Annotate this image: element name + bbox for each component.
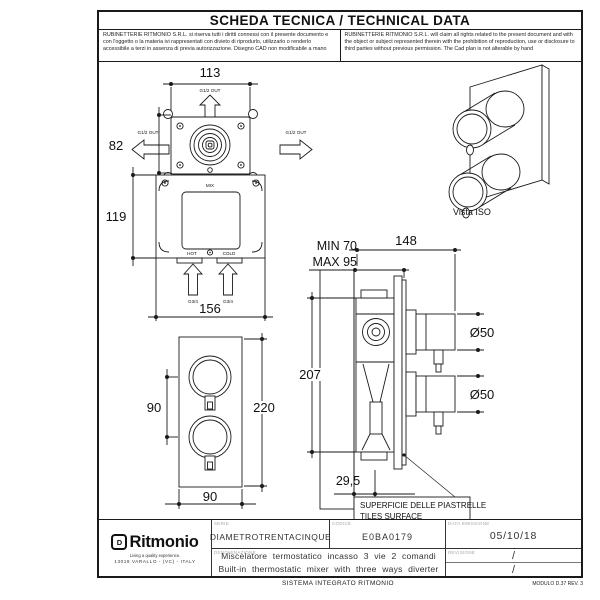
- serie-label: SERIE: [214, 521, 230, 526]
- plan-knob: [189, 124, 231, 166]
- iso-knob-upper: [452, 90, 525, 156]
- dim-d50-bottom-text: Ø50: [470, 387, 495, 402]
- outlet-left-arrow: [131, 139, 170, 160]
- dim-156-text: 156: [199, 301, 221, 316]
- inlet-left-label: G3/4: [188, 299, 198, 304]
- disclaimer-english: RUBINETTERIE RITMONIO S.R.L. will claim …: [339, 30, 582, 61]
- dim-max-text: MAX 95: [313, 255, 358, 269]
- cold-label: COLD: [223, 251, 236, 256]
- front-knob-upper: [188, 355, 232, 411]
- iso-knob-lower: [448, 153, 521, 219]
- disclaimer-italian: RUBINETTERIE RITMONIO S.R.L. si riserva …: [103, 32, 329, 53]
- inlet-right-arrow: [217, 263, 239, 296]
- dim-d50-top-text: Ø50: [470, 325, 495, 340]
- serie-cell: SERIE DIAMETROTRENTACINQUE: [209, 520, 332, 548]
- iso-view: Vista ISO: [448, 64, 550, 219]
- module-footer-text: MODULO D.37 REV. 3: [532, 581, 583, 587]
- serie-value: DIAMETROTRENTACINQUE: [209, 531, 332, 542]
- codice-label: CODICE: [332, 521, 352, 526]
- side-view: MIN 70 MAX 95 148: [296, 233, 495, 524]
- codice-value: E0BA0179: [361, 531, 414, 542]
- outlet-right-label: G1/2 OUT: [286, 130, 307, 135]
- revision-label: REVISIONE: [448, 550, 476, 555]
- dim-295-text: 29,5: [336, 474, 360, 488]
- dimension-diameter-top: [457, 312, 484, 352]
- side-knob-lower: [405, 371, 456, 435]
- dimension-minmax: [309, 268, 409, 278]
- disclaimer-row: RUBINETTERIE RITMONIO S.R.L. si riserva …: [99, 30, 581, 62]
- tile-plane: [401, 279, 407, 466]
- inlet-left-arrow: [182, 263, 204, 296]
- front-view: 90 220 90: [147, 333, 277, 509]
- tiles-callout: [353, 453, 471, 524]
- brand-name: Ritmonio: [129, 532, 199, 551]
- dimension-90-width: [165, 489, 256, 509]
- outlet-top-label: G1/2 OUT: [200, 88, 221, 93]
- date-cell: DATA EMISSIONE 05/10/18: [445, 520, 581, 548]
- denomination-line2: Built-in thermostatic mixer with three w…: [218, 563, 439, 574]
- codice-cell: CODICE E0BA0179: [329, 520, 445, 548]
- plan-bracket: [155, 174, 266, 264]
- front-knob-lower: [188, 415, 232, 471]
- revision-value-top: /: [446, 549, 581, 563]
- tiles-label-it: SUPERFICIE DELLE PIASTRELLE: [360, 501, 486, 510]
- drawing-sheet: SCHEDA TECNICA / TECHNICAL DATA RUBINETT…: [97, 10, 583, 578]
- dim-min-text: MIN 70: [317, 239, 357, 253]
- iso-plate-edge: [541, 64, 550, 185]
- inlet-right-label: G3/4: [223, 299, 233, 304]
- brand-tagline: Living a quality experience.: [129, 552, 181, 558]
- dim-148-text: 148: [395, 233, 417, 248]
- revision-value-bottom: /: [511, 563, 516, 576]
- sheet-title: SCHEDA TECNICA / TECHNICAL DATA: [99, 12, 581, 30]
- outlet-right-arrow: [279, 139, 313, 160]
- title-block: D Ritmonio Living a quality experience. …: [99, 519, 581, 576]
- plan-view: 113 G1/2 OUT: [106, 65, 313, 321]
- dim-119-text: 119: [106, 209, 127, 224]
- date-label: DATA EMISSIONE: [448, 521, 490, 526]
- dim-90-width-text: 90: [203, 489, 217, 504]
- denomination-label: DENOMINAZIONE: [214, 550, 256, 555]
- outlet-top-arrow: [198, 94, 222, 118]
- system-footer-text: SISTEMA INTEGRATO RITMONIO: [281, 580, 394, 587]
- dimension-90-centers: [165, 369, 178, 445]
- brand-address: 13019 VARALLO - (VC) - ITALY: [114, 558, 196, 564]
- revision-cell: REVISIONE / /: [445, 548, 581, 576]
- dimension-119: [131, 167, 156, 266]
- ritmonio-logo-icon: D: [111, 534, 128, 550]
- dim-90-centers-text: 90: [147, 400, 161, 415]
- logo-cell: D Ritmonio Living a quality experience. …: [99, 520, 211, 576]
- dimension-113: [163, 82, 258, 114]
- outlet-left-label: G1/2 OUT: [138, 130, 159, 135]
- side-knob-upper: [405, 309, 456, 373]
- valve-body: [355, 289, 395, 461]
- denomination-line1: Miscelatore termostatico incasso 3 vie 2…: [221, 551, 436, 562]
- dim-82-text: 82: [109, 138, 123, 153]
- denomination-cell: DENOMINAZIONE Miscelatore termostatico i…: [211, 548, 445, 576]
- dimension-diameter-bottom: [457, 374, 484, 414]
- cover-plate: [393, 275, 403, 470]
- technical-drawing: 113 G1/2 OUT: [106, 64, 550, 524]
- hot-label: HOT: [187, 251, 197, 256]
- dim-207-text: 207: [299, 367, 321, 382]
- date-value: 05/10/18: [489, 530, 538, 542]
- mix-label: MIX: [206, 183, 214, 188]
- tiles-label-en: TILES SURFACE: [360, 512, 422, 521]
- iso-caption: Vista ISO: [453, 207, 491, 217]
- logo-row: D Ritmonio: [111, 532, 199, 552]
- drawing-area: 113 G1/2 OUT: [99, 62, 581, 524]
- dim-113-text: 113: [200, 65, 221, 80]
- dimension-82: [157, 107, 171, 181]
- dim-220-text: 220: [253, 400, 275, 415]
- dimension-148: [349, 248, 461, 311]
- dimension-295: [334, 470, 415, 499]
- dimension-156: [148, 258, 273, 321]
